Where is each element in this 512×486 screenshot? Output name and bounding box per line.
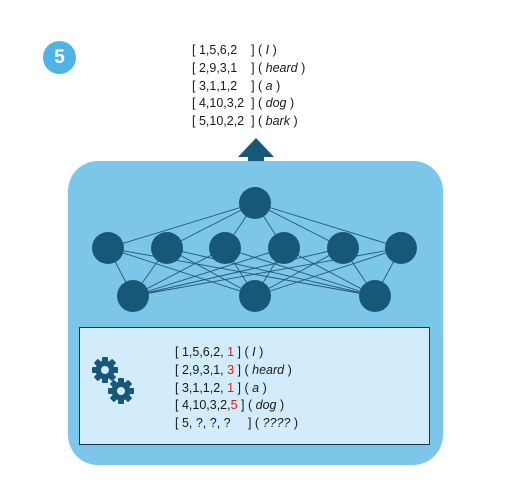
input-word: a [252,380,260,395]
output-vector: [ 3,1,1,2 ] [192,78,255,93]
input-vector: [ 4,10,3,2, [175,398,231,413]
output-row: [ 4,10,3,2 ] ( dog ) [192,96,295,111]
output-node [239,187,271,219]
new-value: 5 [230,398,238,413]
arrow-up-icon [238,138,274,173]
new-value: 1 [227,345,235,359]
input-vector: [ 5, ?, ?, ? [175,416,245,431]
input-embedding-box [79,327,430,445]
hidden-node [268,232,300,264]
output-vector: [ 5,10,2,2 ] [192,114,255,129]
vector-close: ] [237,398,245,413]
hidden-node [327,232,359,264]
input-row: [ 4,10,3,2,5 ] ( dog ) [175,398,285,413]
hidden-node [92,232,124,264]
output-row: [ 5,10,2,2 ] ( bark ) [192,114,298,129]
vector-close: ] [244,416,252,431]
output-word: I [265,43,270,57]
hidden-node [209,232,241,264]
vector-close: ] [234,345,242,359]
output-embedding-list: [ 1,5,6,2 ] ( I ) [ 2,9,3,1 ] ( heard ) … [192,42,305,131]
vector-close: ] [234,380,242,395]
output-row: [ 1,5,6,2 ] ( I ) [192,43,277,57]
output-vector: [ 1,5,6,2 ] [192,43,255,57]
gears-icon [92,357,134,404]
input-row: [ 5, ?, ?, ? ] ( ???? ) [175,416,298,431]
input-node [359,280,391,312]
output-row: [ 2,9,3,1 ] ( heard ) [192,60,306,75]
hidden-node [151,232,183,264]
step-number: 5 [54,46,65,68]
output-word: heard [265,60,298,75]
output-word: dog [265,96,287,111]
output-word: bark [265,114,290,129]
input-node [117,280,149,312]
input-row: [ 1,5,6,2, 1 ] ( I ) [175,345,264,359]
vector-close: ] [234,362,242,377]
neural-network [92,187,417,312]
input-word: heard [252,362,285,377]
input-vector: [ 3,1,1,2, [175,380,228,395]
hidden-node [385,232,417,264]
input-vector: [ 1,5,6,2, [175,345,228,359]
step-badge: 5 [43,41,76,74]
input-word: ???? [262,416,291,431]
output-row: [ 3,1,1,2 ] ( a ) [192,78,281,93]
input-embedding-list: [ 1,5,6,2, 1 ] ( I ) [ 2,9,3,1, 3 ] ( he… [175,344,298,433]
input-vector: [ 2,9,3,1, [175,362,228,377]
output-vector: [ 4,10,3,2 ] [192,96,255,111]
output-vector: [ 2,9,3,1 ] [192,60,255,75]
input-word: I [252,345,256,359]
input-row: [ 3,1,1,2, 1 ] ( a ) [175,380,267,395]
new-value: 1 [227,380,235,395]
output-word: a [265,78,273,93]
input-row: [ 2,9,3,1, 3 ] ( heard ) [175,362,292,377]
input-word: dog [255,398,277,413]
new-value: 3 [227,362,235,377]
input-node [239,280,271,312]
